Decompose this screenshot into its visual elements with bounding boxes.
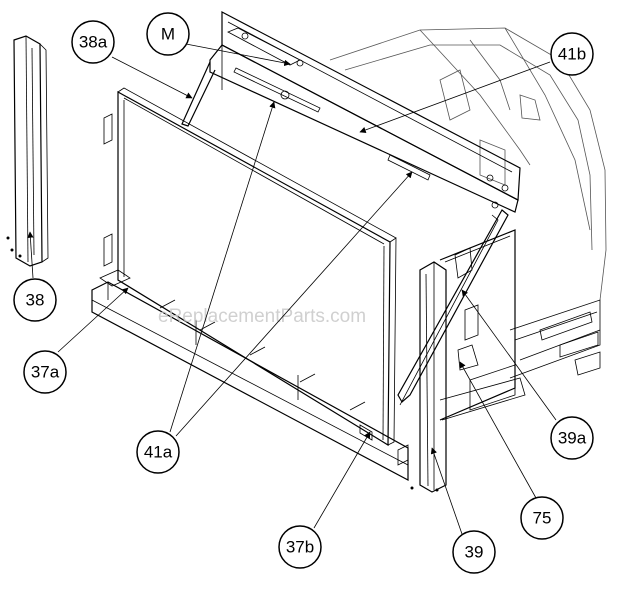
callout-39-label: 39: [465, 543, 484, 562]
leader-M: [185, 43, 291, 67]
leader-38a: [111, 56, 193, 99]
leader-39: [430, 447, 463, 535]
callout-39: 39: [452, 530, 496, 574]
callout-75-label: 75: [533, 509, 552, 528]
watermark: eReplacementParts.com: [158, 306, 366, 327]
leader-lines: [27, 43, 557, 535]
callout-M-label: M: [161, 25, 175, 44]
base-rails: [439, 299, 601, 421]
callout-41b-label: 41b: [558, 45, 586, 64]
main-filter-panel: [103, 87, 397, 447]
leader-41b: [359, 61, 551, 134]
leader-41a-2: [175, 171, 413, 437]
callout-37a-label: 37a: [31, 363, 60, 382]
callout-38a-label: 38a: [79, 33, 108, 52]
leader-38: [27, 231, 34, 279]
callout-37b: 37b: [278, 525, 322, 569]
post-39: [410, 261, 447, 493]
callout-37a: 37a: [23, 350, 67, 394]
callout-41b: 41b: [550, 32, 594, 76]
callout-38a: 38a: [71, 20, 115, 64]
callout-M: M: [146, 12, 190, 56]
callout-39a: 39a: [550, 416, 594, 460]
filter-38a: [181, 61, 216, 127]
callout-39a-label: 39a: [558, 429, 587, 448]
callout-38-label: 38: [26, 291, 45, 310]
leader-75: [459, 361, 537, 499]
top-rear-panel: [209, 11, 521, 213]
leader-41a-1: [169, 101, 276, 433]
base-front-rails: [91, 269, 409, 481]
callout-37b-label: 37b: [286, 538, 314, 557]
callout-41a: 41a: [136, 430, 180, 474]
channel-38: [6, 35, 49, 267]
callout-38: 38: [13, 278, 57, 322]
leader-37a: [57, 287, 129, 353]
right-side-panel: [439, 229, 516, 421]
leader-37b: [313, 431, 371, 529]
leader-39a: [461, 289, 557, 421]
callout-41a-label: 41a: [144, 443, 173, 462]
blower-housing: [329, 27, 607, 301]
callout-75: 75: [520, 496, 564, 540]
